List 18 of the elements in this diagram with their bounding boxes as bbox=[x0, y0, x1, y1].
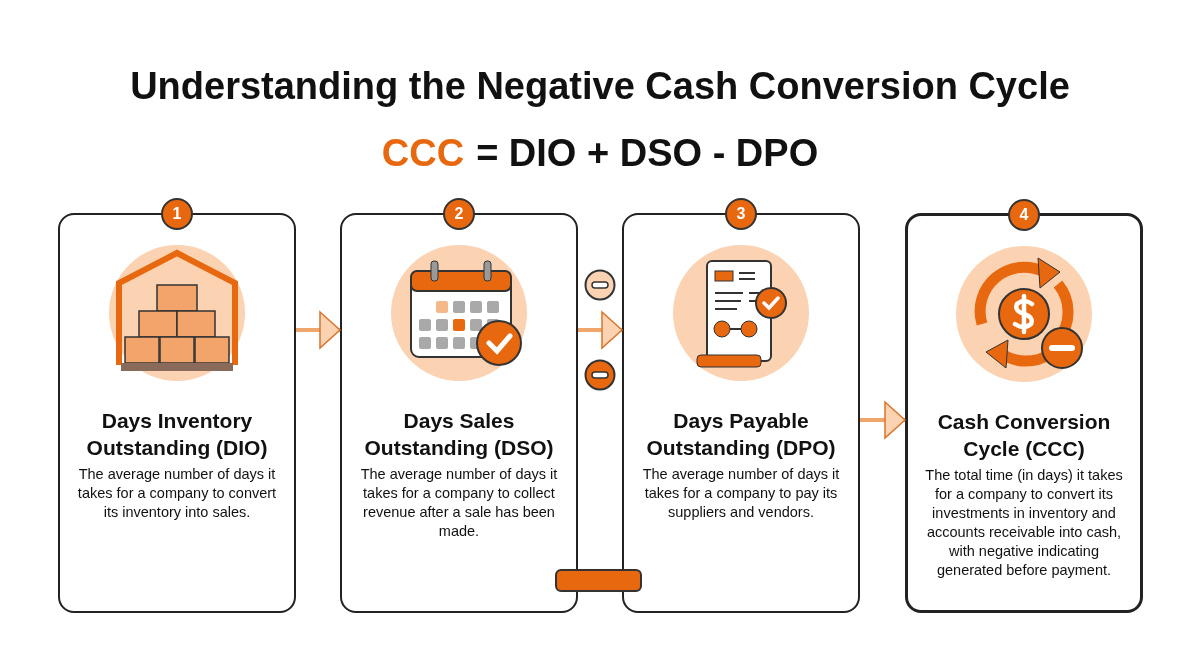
title: Understanding the Negative Cash Conversion Cycle bbox=[129, 64, 1071, 109]
step-number: 1 bbox=[161, 198, 193, 230]
card-description: The average number of days it takes for a company to collect revenue after a sale has been made. bbox=[359, 465, 559, 541]
formula-text: CCC bbox=[381, 131, 465, 176]
step-number: 3 bbox=[725, 198, 757, 230]
arrow bbox=[578, 311, 623, 349]
card-heading: Days Inventory Outstanding (DIO) bbox=[85, 408, 269, 461]
formula-text: = DIO + DSO - DPO bbox=[476, 131, 819, 176]
card-heading: Days Payable Outstanding (DPO) bbox=[645, 408, 837, 461]
arrow bbox=[296, 311, 341, 349]
card-description: The total time (in days) it takes for a company to convert its investments in inventory and accounts receivable into cash, with negative indicating generated before payment. bbox=[924, 466, 1124, 580]
card-description: The average number of days it takes for a company to convert its inventory into sales. bbox=[76, 465, 278, 522]
card-heading: Cash Conversion Cycle (CCC) bbox=[936, 409, 1112, 462]
card-description: The average number of days it takes for a company to pay its suppliers and vendors. bbox=[641, 465, 841, 522]
arrow bbox=[860, 401, 906, 439]
step-number: 4 bbox=[1008, 199, 1040, 231]
step-number: 2 bbox=[443, 198, 475, 230]
card-heading: Days Sales Outstanding (DSO) bbox=[363, 408, 555, 461]
